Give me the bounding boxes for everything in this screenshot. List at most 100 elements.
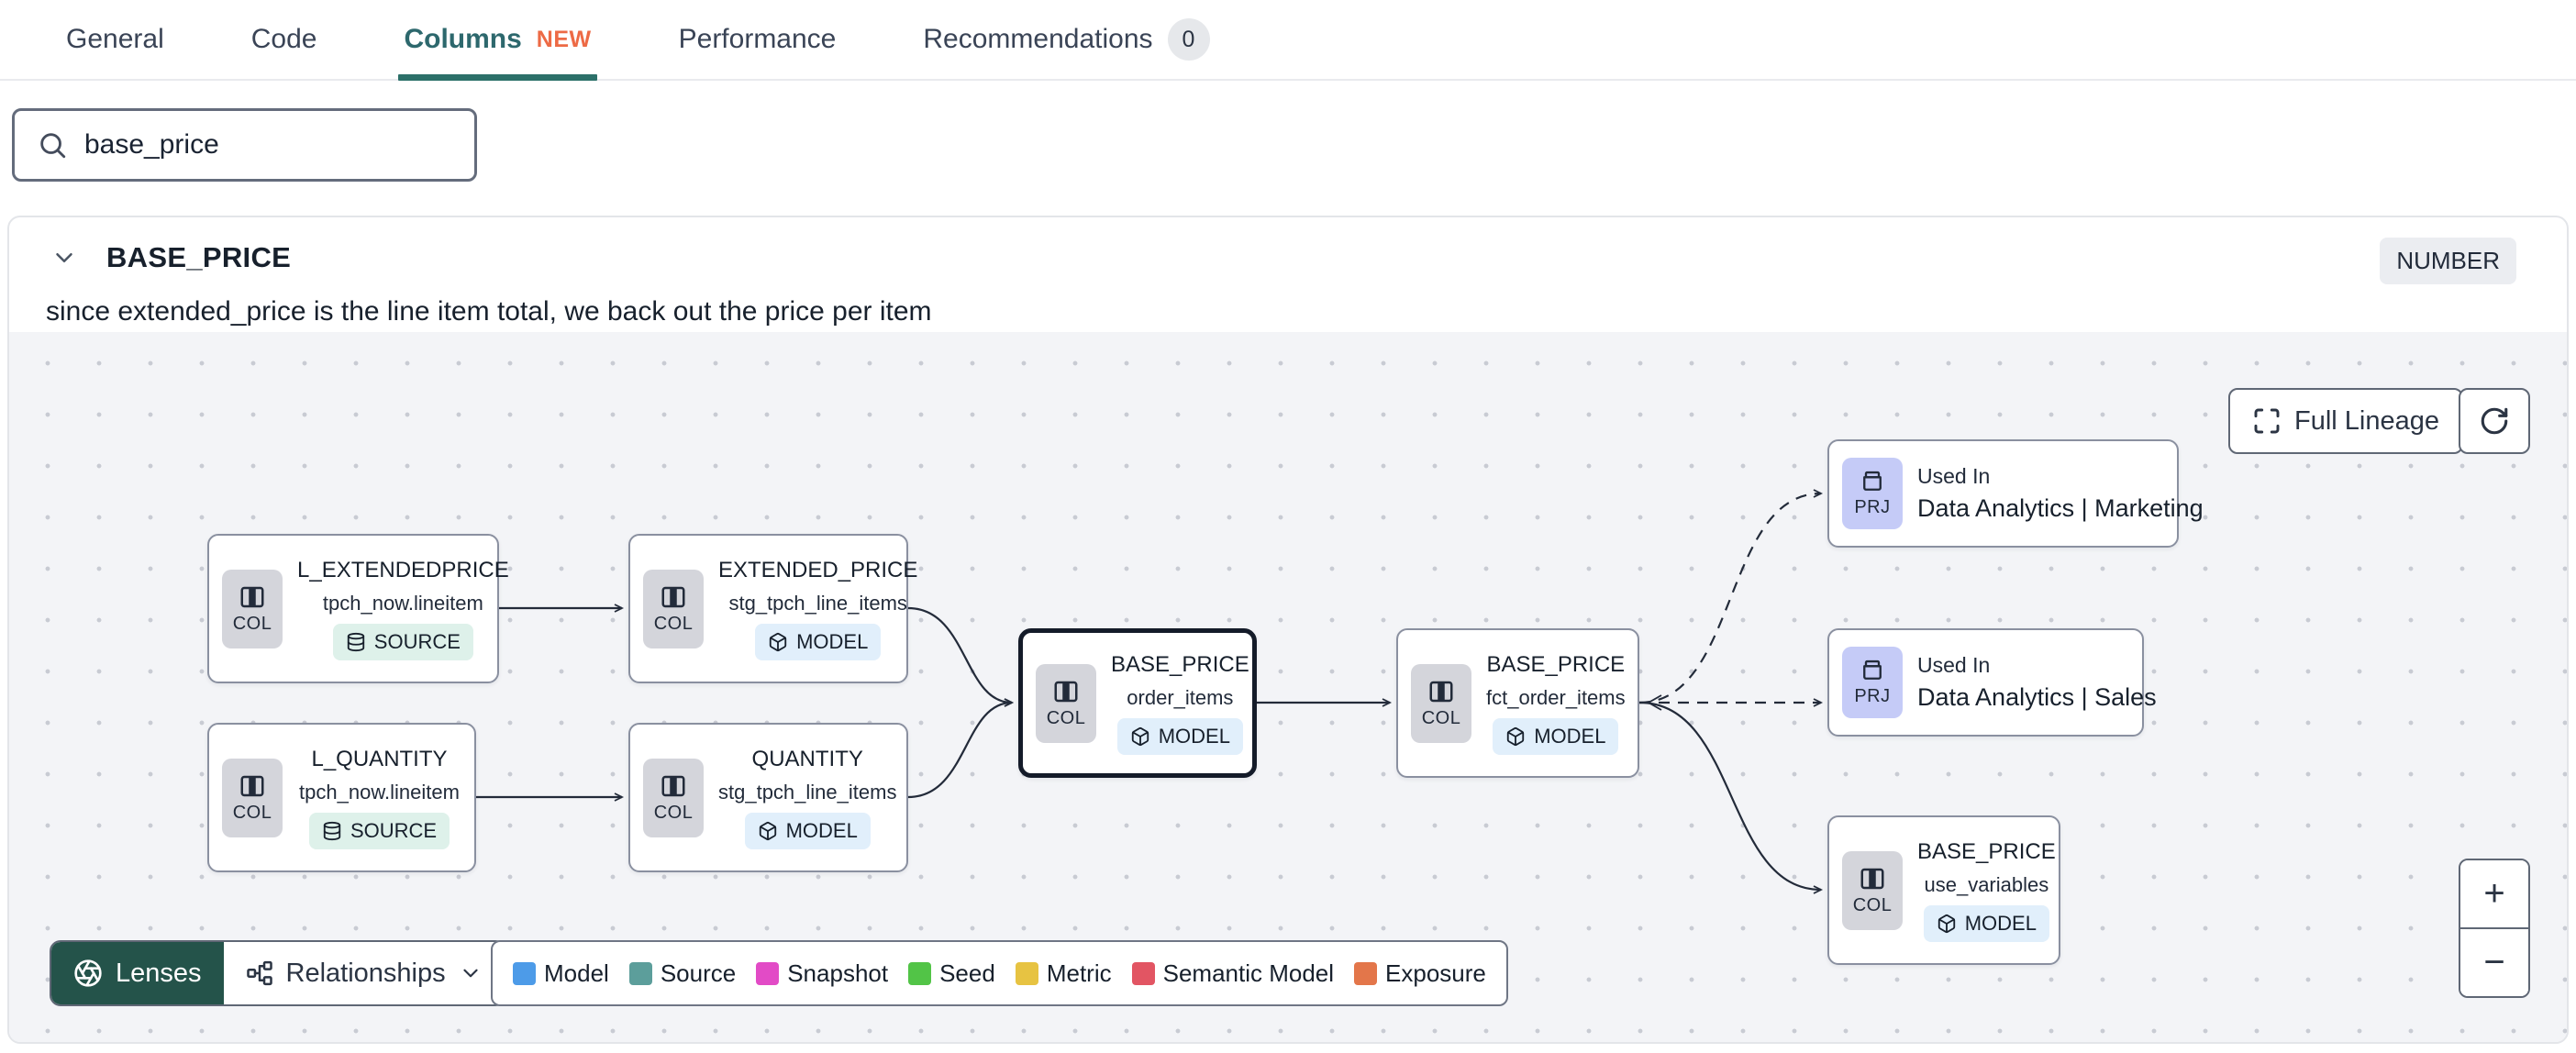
node-title: BASE_PRICE [1917,838,2056,864]
legend-swatch [1131,961,1155,985]
aperture-icon [74,959,102,987]
model-badge: MODEL [755,623,882,660]
tab-label: Code [250,24,317,54]
tab-label: General [66,24,164,54]
refresh-icon [2481,407,2508,435]
node-subtitle: stg_tpch_line_items [718,780,897,804]
project-kind-badge: PRJ [1842,647,1903,718]
project-stack-icon [1863,471,1882,491]
database-icon [323,821,341,840]
column-name: BASE_PRICE [106,241,292,273]
legend-item-snapshot: Snapshot [756,959,888,988]
zoom-in-button[interactable]: + [2460,860,2528,927]
lineage-node-used-in-sales[interactable]: PRJ Used In Data Analytics | Sales [1827,628,2157,737]
tab-label: Performance [678,24,837,54]
tab-code[interactable]: Code [251,0,317,79]
columns-icon [1054,681,1078,702]
tab-label: Recommendations [923,24,1153,54]
used-in-label: Used In [1917,464,1991,488]
relationships-dropdown[interactable]: Relationships [223,942,505,1004]
node-subtitle: use_variables [1924,872,2049,896]
node-subtitle: tpch_now.lineitem [299,780,460,804]
column-kind-badge: COL [222,758,283,837]
lineage-node-base-price-use-variables[interactable]: COL BASE_PRICE use_variables MODEL [1827,815,2060,965]
column-kind-badge: COL [222,569,283,648]
legend-swatch [756,961,780,985]
cube-icon [769,632,787,651]
column-search [12,108,477,182]
legend-swatch [1354,961,1378,985]
node-title: Data Analytics | Marketing [1917,494,2204,522]
node-title: BASE_PRICE [1486,651,1626,677]
tab-bar: General Code Columns NEW Performance Rec… [0,0,2576,81]
node-title: BASE_PRICE [1111,651,1249,677]
columns-icon [1429,681,1453,702]
legend-swatch [908,961,932,985]
tab-columns[interactable]: Columns NEW [398,0,597,81]
zoom-control: + − [2459,859,2530,998]
panel-header: BASE_PRICE NUMBER since extended_price i… [9,217,2567,332]
resource-type-legend: Model Source Snapshot Seed Metric Semant… [491,940,1508,1006]
tab-general[interactable]: General [66,0,164,79]
chevron-down-icon [463,969,478,978]
column-kind-badge: COL [643,758,704,837]
lenses-button[interactable]: Lenses [51,942,224,1004]
legend-item-source: Source [628,959,736,988]
node-title: L_QUANTITY [311,746,448,771]
legend-item-exposure: Exposure [1354,959,1486,988]
column-detail-panel: BASE_PRICE NUMBER since extended_price i… [7,216,2569,1044]
full-lineage-button[interactable]: Full Lineage [2228,388,2463,454]
legend-swatch [1015,961,1038,985]
used-in-label: Used In [1917,653,1991,677]
search-input[interactable] [84,129,452,161]
legend-swatch [513,961,536,985]
source-badge: SOURCE [332,623,473,660]
model-badge: MODEL [1923,904,2049,942]
column-kind-badge: COL [1411,663,1471,743]
legend-item-metric: Metric [1015,959,1112,988]
lineage-canvas[interactable]: COL L_EXTENDEDPRICE tpch_now.lineitem SO… [9,332,2567,1042]
database-icon [347,632,364,651]
legend-item-model: Model [513,959,609,988]
lineage-node-used-in-marketing[interactable]: PRJ Used In Data Analytics | Marketing [1827,439,2204,548]
project-kind-badge: PRJ [1842,458,1903,529]
node-title: EXTENDED_PRICE [718,557,918,582]
column-description: since extended_price is the line item to… [46,296,932,327]
lineage-node-base-price-order-items[interactable]: COL BASE_PRICE order_items MODEL [1018,628,1257,778]
legend-item-seed: Seed [908,959,995,988]
node-title: L_EXTENDEDPRICE [297,557,509,582]
model-badge: MODEL [744,812,871,849]
search-icon [40,133,66,159]
collapse-chevron-icon[interactable] [46,239,83,276]
columns-icon [661,775,685,796]
zoom-out-button[interactable]: − [2460,929,2528,996]
lineage-node-l-extendedprice[interactable]: COL L_EXTENDEDPRICE tpch_now.lineitem SO… [207,534,509,683]
cube-icon [759,821,776,840]
lineage-node-extended-price[interactable]: COL EXTENDED_PRICE stg_tpch_line_items M… [628,534,917,683]
source-badge: SOURCE [308,812,450,849]
column-kind-badge: COL [643,569,704,648]
column-kind-badge: COL [1842,850,1903,930]
node-subtitle: fct_order_items [1486,685,1626,709]
lineage-node-quantity[interactable]: COL QUANTITY stg_tpch_line_items MODEL [628,723,908,872]
tab-recommendations[interactable]: Recommendations 0 [923,0,1210,79]
node-subtitle: stg_tpch_line_items [728,591,907,615]
project-stack-icon [1863,660,1882,680]
active-tab-underline [398,74,597,81]
node-subtitle: tpch_now.lineitem [322,591,483,615]
column-kind-badge: COL [1036,663,1096,743]
model-badge: MODEL [1493,717,1619,755]
lineage-edges [476,489,1824,894]
model-badge: MODEL [1116,717,1243,755]
relationships-icon [246,960,272,986]
cube-icon [1938,914,1955,933]
refresh-button[interactable] [2459,388,2530,454]
lineage-node-l-quantity[interactable]: COL L_QUANTITY tpch_now.lineitem SOURCE [207,723,476,872]
columns-icon [661,586,685,607]
tab-performance[interactable]: Performance [679,0,837,79]
lineage-node-base-price-fct-order-items[interactable]: COL BASE_PRICE fct_order_items MODEL [1396,628,1639,778]
cube-icon [1507,726,1525,746]
expand-icon [2254,408,2280,434]
tab-label: Columns [404,24,522,54]
lenses-control-group: Lenses Relationships [50,940,506,1006]
